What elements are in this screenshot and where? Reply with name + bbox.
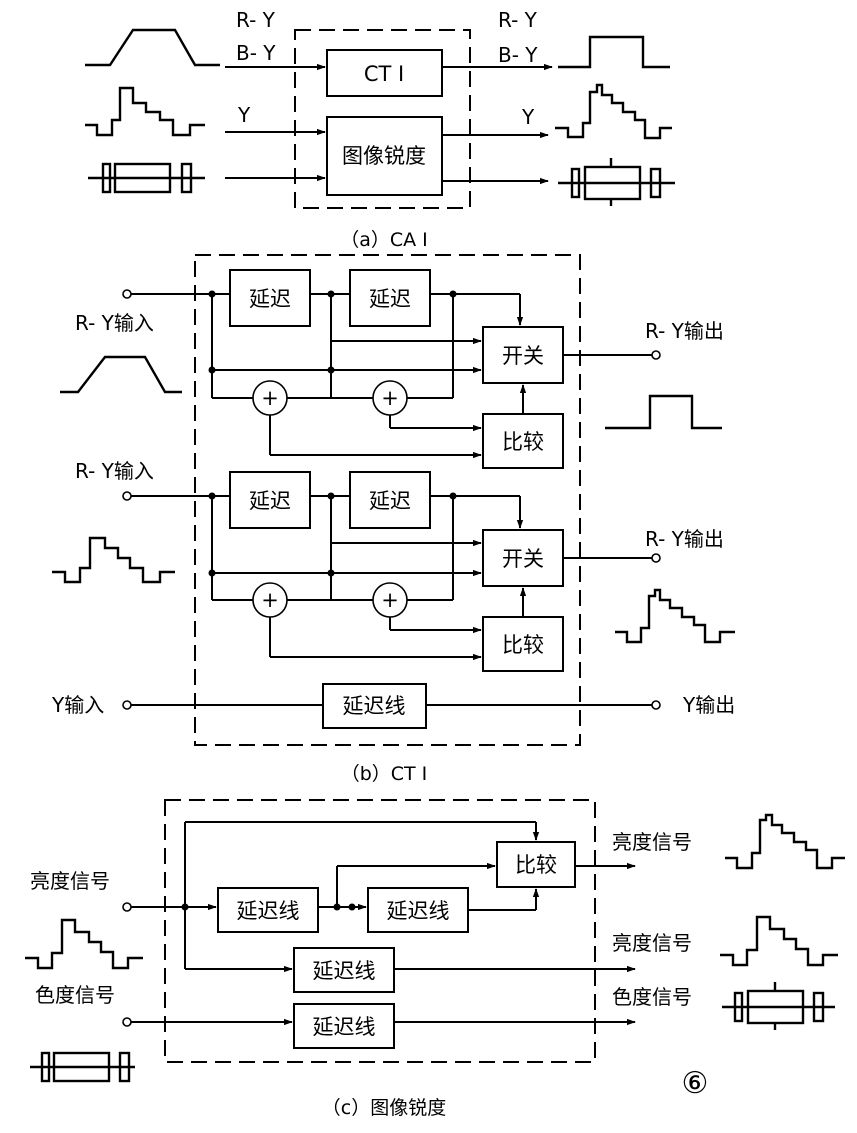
svg-text:延迟线: 延迟线: [313, 959, 376, 983]
svg-text:+: +: [261, 588, 279, 612]
ch1-input-trapezoid-waveform: [60, 355, 182, 394]
ch2-output-staircase-waveform: [615, 588, 735, 644]
delay-block-2a: [229, 471, 311, 529]
output-square-waveform: [558, 35, 670, 69]
caption-c: （c）图像锐度: [322, 1097, 446, 1119]
chroma-output-label: 色度信号: [612, 985, 692, 1009]
compare-block-2: [482, 616, 564, 672]
output-b-y-label: B- Y: [498, 43, 538, 67]
input-luma-staircase-waveform: [85, 86, 205, 137]
delay-block-1b: [349, 269, 431, 327]
panel-b-cti: 延迟 延迟 开关 比较 + +: [51, 254, 735, 785]
output-chroma-burst-waveform: [558, 158, 675, 206]
ch2-input-label: R- Y输入: [75, 459, 154, 483]
svg-text:延迟: 延迟: [249, 489, 291, 513]
svg-text:+: +: [261, 386, 279, 410]
compare-block-1: [482, 413, 564, 469]
cti-luma-path: 延迟线 Y输入 Y输出: [51, 683, 735, 729]
output-luma-staircase-waveform: [555, 83, 672, 140]
ch1-output-square-waveform: [605, 394, 722, 430]
y-output-label: Y输出: [682, 693, 735, 717]
luma-input-staircase-waveform: [25, 918, 143, 970]
output-y-label: Y: [521, 105, 535, 129]
svg-text:延迟: 延迟: [249, 287, 291, 311]
input-b-y-label: B- Y: [236, 41, 276, 65]
svg-text:延迟: 延迟: [369, 489, 411, 513]
caption-b: （b）CT I: [341, 763, 428, 785]
svg-text:比较: 比较: [502, 633, 544, 657]
ch1-input-label: R- Y输入: [75, 311, 154, 335]
sharp-delay-line-4: [293, 1003, 395, 1049]
svg-text:+: +: [381, 588, 399, 612]
svg-text:开关: 开关: [502, 344, 544, 368]
chroma-input-burst-waveform: [30, 1051, 135, 1083]
cti-block: [326, 49, 443, 97]
delay-block-2b: [349, 471, 431, 529]
input-y-label: Y: [237, 103, 251, 127]
input-trapezoid-waveform: [85, 28, 220, 67]
ch2-input-staircase-waveform: [52, 536, 175, 584]
sharp-delay-line-2: [367, 887, 469, 933]
sharpness-block: [326, 116, 443, 196]
input-chroma-burst-waveform: [88, 162, 205, 194]
cti-channel-2: 延迟 延迟 开关 比较 + +: [52, 459, 735, 672]
svg-text:延迟线: 延迟线: [313, 1015, 376, 1039]
luma-output-staircase-waveform: [720, 915, 838, 967]
sharpness-enclosure: [164, 799, 596, 1063]
svg-text:延迟线: 延迟线: [343, 694, 406, 718]
cai-enclosure: [294, 29, 471, 209]
svg-text:比较: 比较: [502, 430, 544, 454]
svg-text:延迟: 延迟: [369, 287, 411, 311]
cti-block-label: CT I: [364, 62, 404, 86]
caption-a: （a）CA I: [340, 229, 428, 251]
input-r-y-label: R- Y: [236, 8, 276, 32]
sharp-delay-line-1: [217, 887, 319, 933]
chroma-output-burst-waveform: [722, 982, 835, 1030]
svg-text:延迟线: 延迟线: [237, 899, 300, 923]
output-r-y-label: R- Y: [498, 8, 538, 32]
panel-a-cai: R- Y B- Y Y CT I 图像锐度 R- Y B- Y Y: [85, 8, 675, 251]
cti-enclosure: [194, 254, 581, 746]
svg-text:延迟线: 延迟线: [387, 899, 450, 923]
sharpness-block-label: 图像锐度: [342, 144, 426, 168]
chroma-input-label: 色度信号: [35, 983, 115, 1007]
svg-text:比较: 比较: [515, 853, 557, 877]
luma-output-label-1: 亮度信号: [612, 830, 692, 854]
luma-input-label: 亮度信号: [30, 869, 110, 893]
switch-block-2: [482, 529, 564, 587]
switch-block-1: [482, 326, 564, 384]
svg-text:开关: 开关: [502, 547, 544, 571]
panel-c-sharpness: 延迟线 延迟线 比较 延迟线 延迟线 亮度信号 色度信号 亮度信号 亮度信号: [25, 799, 845, 1119]
delay-block-1a: [229, 269, 311, 327]
svg-text:+: +: [381, 386, 399, 410]
cti-channel-1: 延迟 延迟 开关 比较 + +: [60, 269, 724, 469]
luma-output-sharp-waveform: [725, 813, 845, 870]
y-input-label: Y输入: [51, 693, 104, 717]
sharp-delay-line-3: [293, 947, 395, 993]
figure-number: ⑥: [682, 1066, 709, 1101]
sharp-compare-block: [496, 841, 576, 888]
ch1-output-label: R- Y输出: [645, 319, 724, 343]
luma-output-label-2: 亮度信号: [612, 931, 692, 955]
ch2-output-label: R- Y输出: [645, 527, 724, 551]
